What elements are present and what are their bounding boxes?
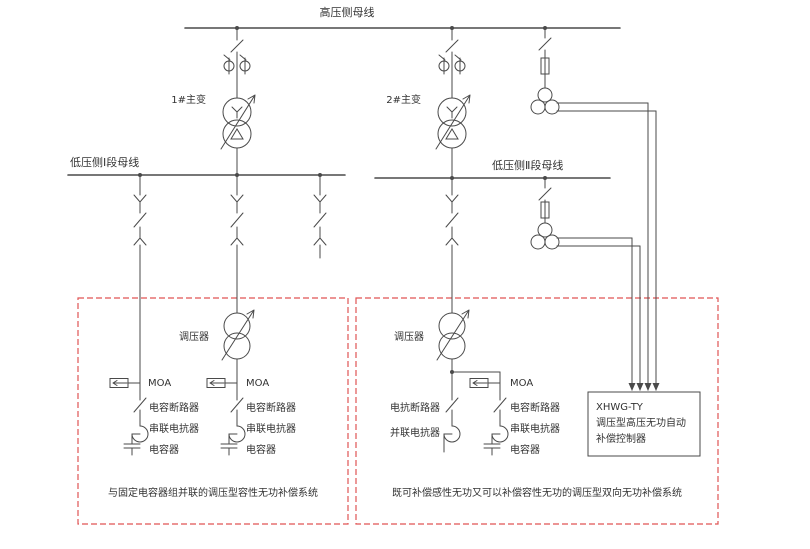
signal-arrow-3 — [628, 383, 636, 391]
capacitor-3-symbol — [483, 437, 501, 456]
signal-arrow-4 — [636, 383, 644, 391]
series-reactor-1-symbol — [131, 425, 149, 443]
capacitor-label-1: 电容器 — [149, 443, 179, 456]
hv-busbar — [184, 26, 621, 30]
moa-label-1: MOA — [148, 378, 171, 389]
transformer-1-symbol — [220, 94, 256, 150]
regulated-capacitor-branch — [206, 174, 255, 456]
lv-busbar-2 — [374, 176, 611, 180]
series-reactor-2-symbol — [228, 425, 246, 443]
reactor-breaker-label: 电抗断路器 — [390, 401, 440, 414]
signal-arrow-1 — [644, 383, 652, 391]
capacitor-2-symbol — [220, 437, 238, 456]
spare-feeder — [313, 174, 327, 259]
fixed-capacitor-branch — [109, 174, 149, 456]
incoming-breaker-3 — [445, 194, 459, 246]
lv-busbar-1-label: 低压侧Ⅰ段母线 — [70, 155, 139, 169]
bidirectional-branch — [436, 177, 509, 456]
signal-arrow-2 — [652, 383, 660, 391]
moa-arrester-2 — [206, 378, 238, 388]
series-reactor-label-3: 串联电抗器 — [510, 422, 560, 435]
shunt-reactor-label: 并联电抗器 — [390, 426, 440, 439]
capacitor-label-2: 电容器 — [246, 443, 276, 456]
moa-arrester-1 — [109, 378, 141, 388]
transformer-2-label: 2#主变 — [386, 93, 421, 106]
hv-pt-assembly — [530, 27, 660, 391]
moa-arrester-3 — [469, 378, 501, 388]
voltage-transformer-2 — [530, 222, 560, 250]
left-system-caption: 与固定电容器组并联的调压型容性无功补偿系统 — [108, 486, 318, 499]
regulator-1-symbol — [221, 309, 255, 361]
shunt-reactor-symbol — [443, 425, 461, 443]
moa-label-2: MOA — [246, 378, 269, 389]
regulator-2-symbol — [436, 309, 470, 361]
capacitor-1-symbol — [123, 437, 141, 456]
lv-busbar-1 — [67, 173, 346, 177]
voltage-transformer-1 — [530, 87, 560, 115]
incoming-breaker-2 — [230, 194, 244, 246]
moa-label-3: MOA — [510, 378, 533, 389]
transformer-2-feeder — [435, 27, 471, 179]
transformer-2-symbol — [435, 94, 471, 150]
lv-pt-assembly — [530, 177, 644, 391]
controller-name-line2: 补偿控制器 — [596, 432, 646, 445]
capacitor-breaker-label-3: 电容断路器 — [510, 401, 560, 414]
regulator-1-label: 调压器 — [179, 331, 209, 343]
controller: XHWG-TY 调压型高压无功自动 补偿控制器 — [587, 391, 701, 457]
lv-busbar-2-label: 低压侧Ⅱ段母线 — [492, 158, 563, 172]
series-reactor-label-1: 串联电抗器 — [149, 422, 199, 435]
hv-busbar-label: 高压侧母线 — [320, 5, 375, 19]
controller-model: XHWG-TY — [596, 402, 644, 413]
transformer-1-feeder — [220, 27, 256, 176]
right-system-box — [355, 297, 719, 525]
spare-feeder-breaker — [313, 194, 327, 246]
series-reactor-3-symbol — [491, 425, 509, 443]
incoming-breaker-1 — [133, 194, 147, 246]
series-reactor-label-2: 串联电抗器 — [246, 422, 296, 435]
capacitor-breaker-label-1: 电容断路器 — [149, 401, 199, 414]
controller-box — [587, 391, 701, 457]
right-system-caption: 既可补偿感性无功又可以补偿容性无功的调压型双向无功补偿系统 — [392, 486, 682, 499]
regulator-2-label: 调压器 — [394, 331, 424, 343]
left-system-box — [77, 297, 349, 525]
controller-name-line1: 调压型高压无功自动 — [596, 416, 686, 429]
transformer-1-label: 1#主变 — [171, 93, 206, 106]
capacitor-breaker-label-2: 电容断路器 — [246, 401, 296, 414]
capacitor-label-3: 电容器 — [510, 443, 540, 456]
